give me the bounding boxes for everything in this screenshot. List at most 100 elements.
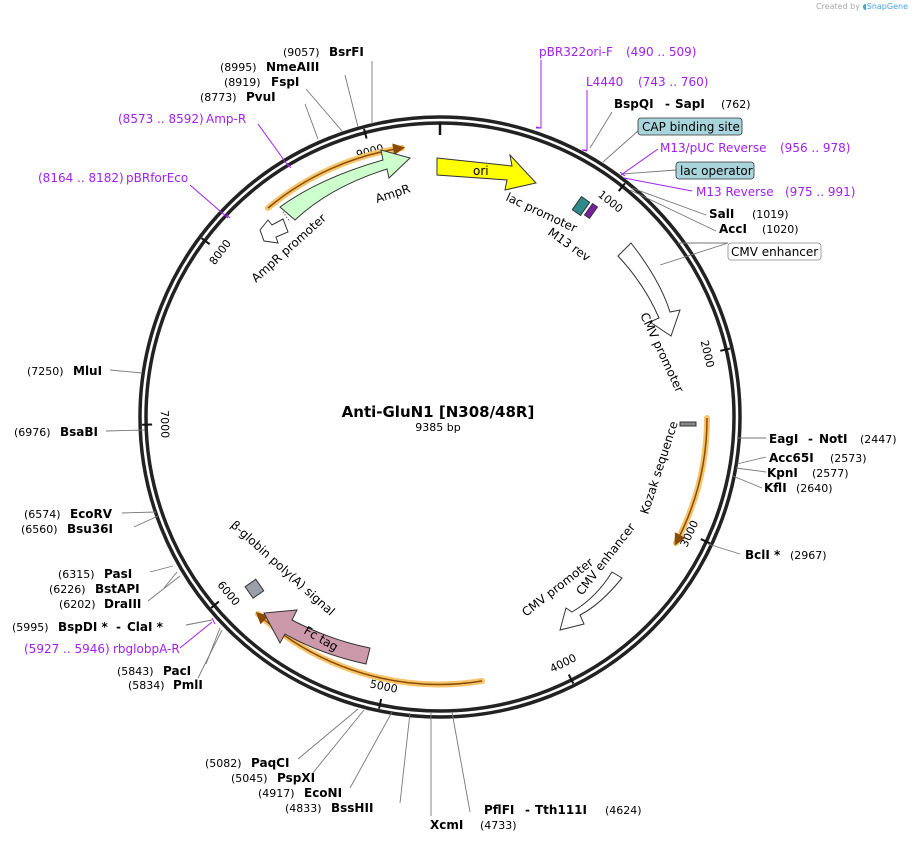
- feature-label-lac-promoter: lac promoter: [504, 190, 580, 235]
- site-pos-bsu36i: (6560): [21, 523, 58, 536]
- tick-mark-1000: [617, 182, 626, 192]
- site-name-kfli: KflI: [764, 481, 787, 495]
- site-name-paqci: PaqCI: [251, 756, 289, 770]
- feature-label-ampr: AmpR: [374, 181, 412, 205]
- tick-label-1000: 1000: [595, 188, 625, 216]
- tick-label-6000: 6000: [215, 579, 243, 609]
- primer-name-pbr322ori-f: pBR322ori-F: [539, 45, 613, 59]
- tick-mark-3000: [700, 538, 711, 545]
- site-pos-bsabi: (6976): [14, 426, 51, 439]
- tick-label-2000: 2000: [698, 339, 717, 369]
- site-labels: (9057) BsrFI (8995) NmeAIII (8919) FspI …: [12, 45, 897, 832]
- site-name-eagi: EagI: [769, 432, 798, 446]
- site-name-bsabi: BsaBI: [60, 425, 98, 439]
- site-name-bsu36i: Bsu36I: [67, 522, 113, 536]
- tick-mark-6000: [210, 600, 220, 609]
- plasmid-length: 9385 bp: [415, 421, 460, 434]
- site-name-mlui: MluI: [73, 364, 102, 378]
- site-name-pspxi: PspXI: [277, 771, 315, 785]
- site-name-pflfi: PflFI: [484, 803, 514, 817]
- feature-label-kozak: Kozak sequence: [638, 419, 681, 515]
- tick-label-8000: 8000: [207, 237, 234, 267]
- snapgene-credit: Created by ◖SnapGene: [816, 2, 908, 11]
- site-name-nmeaiii: NmeAIII: [266, 60, 319, 74]
- tick-label-7000: 7000: [158, 410, 172, 438]
- site-name-bsrfi: BsrFI: [329, 45, 364, 59]
- primer-name-l4440: L4440: [586, 75, 623, 89]
- site-pos-pspxi: (5045): [231, 772, 268, 785]
- primer-range-l4440: (743 .. 760): [638, 75, 708, 89]
- site-sep-pflfi: -: [525, 803, 530, 817]
- site-name-draiii: DraIII: [104, 597, 141, 611]
- site-leaders: [105, 61, 767, 816]
- fc-tag-arrow: [263, 609, 371, 665]
- ampr-highlight-inner: [267, 143, 405, 209]
- site-pos-ecorv: (6574): [24, 508, 61, 521]
- site-pos-paqci: (5082): [205, 757, 242, 770]
- primer-range-m13-reverse: (975 .. 991): [785, 185, 855, 199]
- site-pos-mlui: (7250): [27, 365, 64, 378]
- site-name-pasi: PasI: [104, 567, 132, 581]
- snapgene-icon: ◖: [862, 2, 867, 11]
- ampr-dots: [282, 211, 291, 223]
- plasmid-name: Anti-GluN1 [N308/48R]: [342, 403, 535, 421]
- site-name-paci: PacI: [163, 664, 191, 678]
- site-pos-eagi: (2447): [860, 433, 897, 446]
- site-pos-paci: (5843): [117, 665, 154, 678]
- site-pos-acci: (1020): [762, 223, 799, 236]
- site-name-bstapi: BstAPI: [95, 582, 140, 596]
- primer-name-rbglobpa-r: rbglobpA-R: [113, 642, 180, 656]
- m13-rev-mark: [583, 202, 599, 220]
- site-sep-bspqi: -: [665, 97, 670, 111]
- ampr-arrow: [279, 149, 411, 221]
- site-pos-bspdi: (5995): [12, 621, 49, 634]
- primer-name-pbrforeco: pBRforEco: [126, 171, 188, 185]
- site-pos-kfli: (2640): [796, 482, 833, 495]
- site-pos-kpni: (2577): [812, 467, 849, 480]
- cmv-enhancer-arrow-2: [559, 571, 623, 631]
- site-pos-bspqi: (762): [721, 98, 751, 111]
- primer-range-rbglobpa-r: (5927 .. 5946): [24, 642, 110, 656]
- box-label-lac-operator: lac operator: [680, 164, 753, 178]
- box-lac-operator: [675, 161, 755, 180]
- backbone-outer: [138, 115, 742, 719]
- ori-arrow: [436, 153, 537, 191]
- primer-leaders: [179, 60, 693, 649]
- site-name-kpni: KpnI: [767, 466, 798, 480]
- tick-mark-9000: [363, 128, 368, 139]
- site-pos-pmli: (5834): [128, 679, 165, 692]
- lac-promoter-mark: [571, 195, 591, 217]
- primer-name-amp-r: Amp-R: [206, 112, 246, 126]
- primer-name-m13-reverse: M13 Reverse: [696, 185, 774, 199]
- site-pos-acc65i: (2573): [830, 452, 867, 465]
- site-name-bspqi: BspQI: [614, 97, 654, 111]
- site-name-pvui: PvuI: [246, 90, 276, 104]
- site-name-econi: EcoNI: [304, 786, 342, 800]
- primer-range-pbrforeco: (8164 .. 8182): [38, 171, 124, 185]
- ampr-promoter-arrow: [259, 218, 289, 244]
- site-name2-pflfi: Tth111I: [535, 803, 587, 817]
- feature-label-ori: ori: [473, 164, 489, 178]
- box-label-cmv-enhancer: CMV enhancer: [731, 245, 818, 259]
- site-name-sali: SalI: [709, 207, 734, 221]
- tick-mark-4000: [567, 674, 575, 684]
- feature-label-ampr-promoter: AmpR promoter: [249, 211, 329, 285]
- credit-brand: SnapGene: [866, 2, 908, 11]
- site-pos-bsshii: (4833): [285, 802, 322, 815]
- site-name-acci: AccI: [719, 222, 747, 236]
- site-pos-draiii: (6202): [59, 598, 96, 611]
- site-pos-bsrfi: (9057): [283, 46, 320, 59]
- site-name-ecorv: EcoRV: [70, 507, 113, 521]
- site-name-bspdi: BspDI *: [58, 620, 108, 634]
- feature-label-polya: β-globin poly(A) signal: [228, 518, 338, 619]
- kozak-highlight-inner: [674, 417, 708, 546]
- site-name2-bspqi: SapI: [675, 97, 705, 111]
- box-label-cap-binding-site: CAP binding site: [642, 120, 740, 134]
- site-pos-xcmi: (4733): [480, 819, 517, 832]
- site-pos-econi: (4917): [258, 787, 295, 800]
- tick-label-4000: 4000: [548, 651, 579, 675]
- site-pos-fspi: (8919): [224, 76, 261, 89]
- site-name-pmli: PmlI: [173, 678, 203, 692]
- credit-prefix: Created by: [815, 2, 860, 11]
